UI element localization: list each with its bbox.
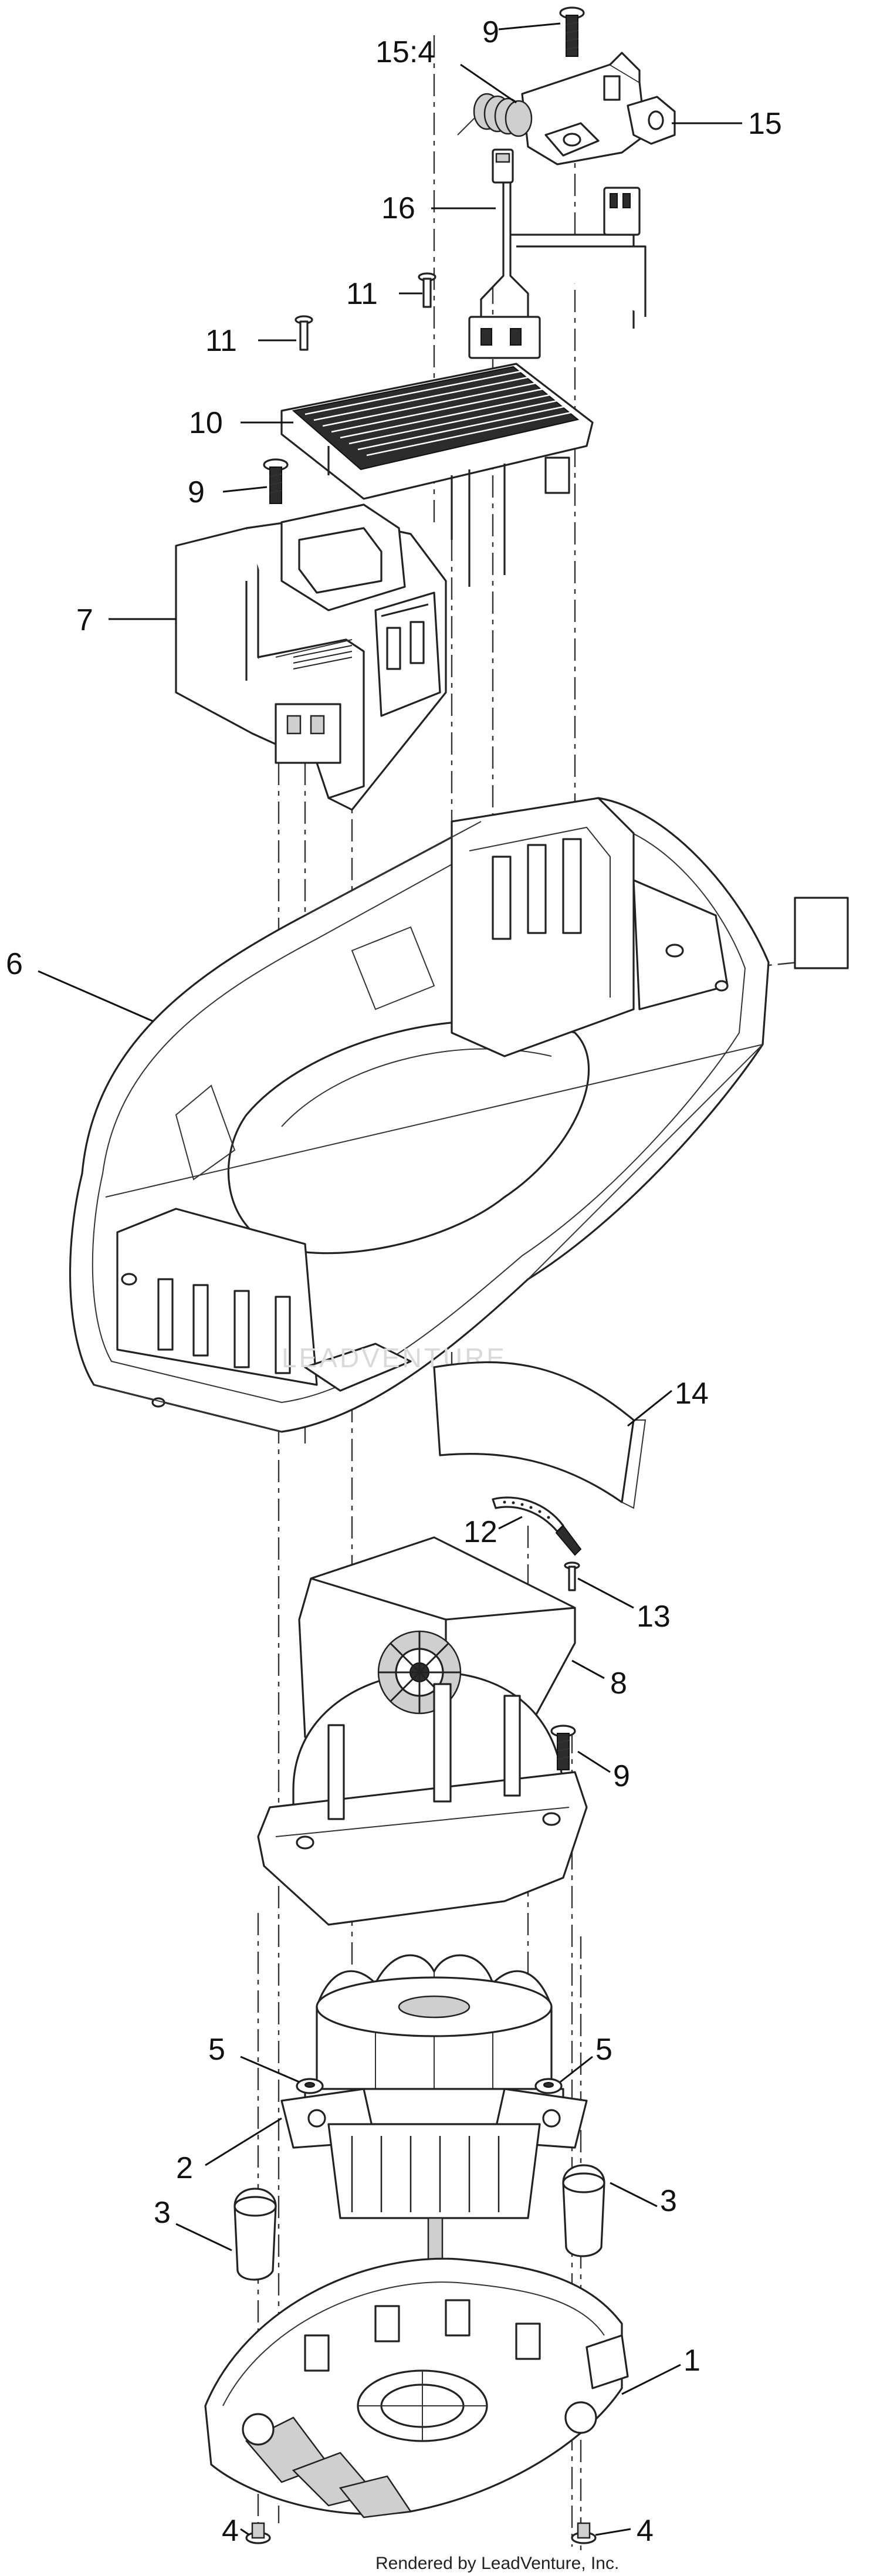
callout-14: 14 bbox=[675, 1377, 709, 1411]
screw-top bbox=[559, 6, 585, 57]
callout-8: 8 bbox=[610, 1666, 627, 1701]
callout-15-4: 15:4 bbox=[375, 35, 435, 69]
motor bbox=[280, 1954, 588, 2290]
callout-3-right: 3 bbox=[660, 2184, 677, 2218]
small-screw-right bbox=[418, 272, 436, 308]
switch-bracket bbox=[521, 52, 676, 165]
bottom-screw-left bbox=[245, 2522, 271, 2544]
base-plate bbox=[204, 2257, 629, 2518]
spring bbox=[457, 93, 533, 137]
callout-6: 6 bbox=[6, 947, 23, 981]
plug-left bbox=[233, 2188, 277, 2281]
callout-1: 1 bbox=[683, 2344, 700, 2378]
main-shell bbox=[69, 797, 849, 1433]
contact-strip bbox=[492, 1496, 582, 1556]
leader-lines bbox=[38, 22, 742, 2536]
callout-11-lower: 11 bbox=[205, 324, 237, 358]
nut-left bbox=[296, 2078, 324, 2094]
callout-2: 2 bbox=[176, 2151, 193, 2185]
nut-right bbox=[534, 2078, 563, 2094]
callout-16: 16 bbox=[381, 191, 415, 225]
screw-middle bbox=[263, 458, 289, 504]
callout-4-right: 4 bbox=[637, 2514, 654, 2548]
plug-right bbox=[562, 2164, 605, 2257]
heatsink bbox=[280, 363, 594, 587]
callout-10: 10 bbox=[189, 406, 223, 440]
screw-13 bbox=[564, 1561, 580, 1591]
small-screw-left bbox=[295, 315, 313, 351]
callout-9-top: 9 bbox=[482, 15, 499, 49]
callout-9-lower: 9 bbox=[613, 1759, 630, 1793]
callout-5-left: 5 bbox=[208, 2033, 225, 2067]
motor-housing bbox=[257, 1536, 588, 1926]
screw-lower bbox=[550, 1725, 576, 1770]
callout-13: 13 bbox=[637, 1600, 671, 1634]
callout-3-left: 3 bbox=[154, 2196, 171, 2230]
callout-15: 15 bbox=[748, 107, 782, 141]
callout-5-right: 5 bbox=[595, 2033, 612, 2067]
callout-9-middle: 9 bbox=[188, 475, 205, 509]
callout-11-upper: 11 bbox=[346, 277, 378, 311]
controller-housing bbox=[175, 503, 447, 811]
wire-harness bbox=[468, 148, 647, 359]
bottom-screw-right bbox=[571, 2522, 597, 2544]
callout-4-left: 4 bbox=[222, 2514, 239, 2548]
curved-panel bbox=[433, 1361, 647, 1509]
footer-credit: Rendered by LeadVenture, Inc. bbox=[375, 2554, 619, 2573]
callout-12: 12 bbox=[463, 1515, 497, 1549]
callout-7: 7 bbox=[76, 603, 93, 637]
